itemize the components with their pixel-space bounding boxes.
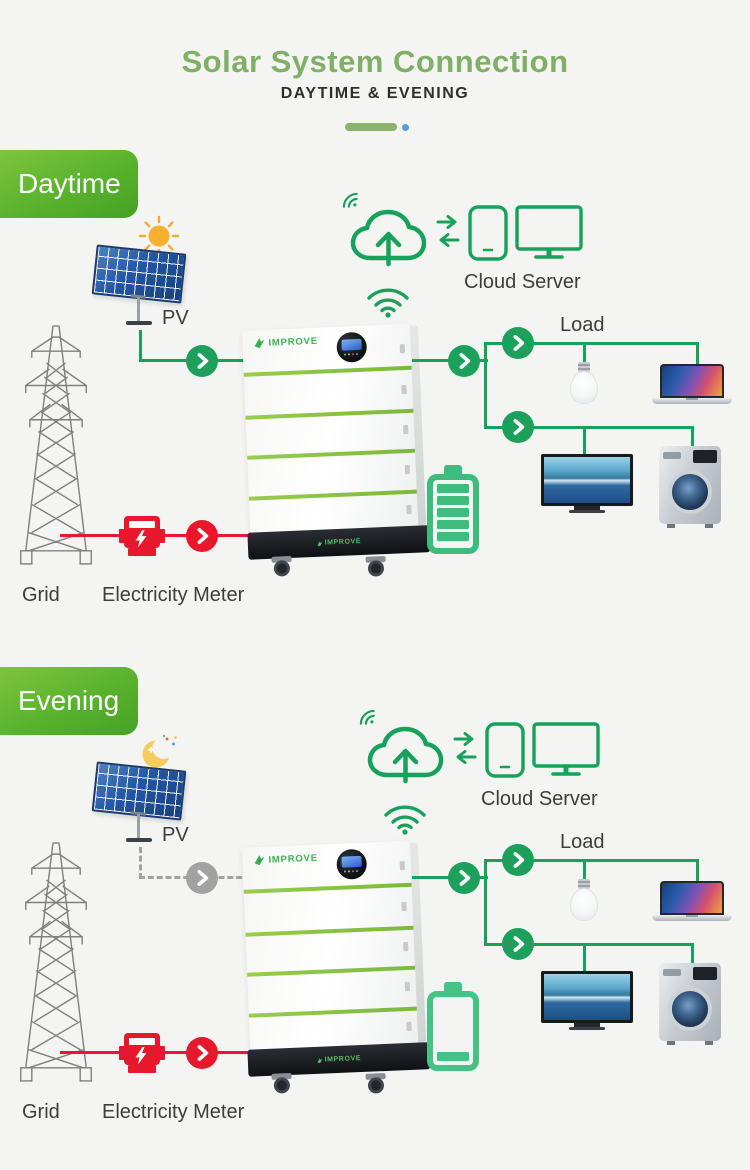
cabinet-wheel xyxy=(273,1077,291,1094)
battery-cabinet: IMPROVE IMPROVE xyxy=(241,834,431,1099)
electricity-meter-icon xyxy=(119,516,165,556)
divider-dot xyxy=(402,124,409,131)
solar-panel-pole xyxy=(137,297,140,323)
battery-full-icon xyxy=(427,465,479,554)
washing-machine-icon xyxy=(659,963,721,1045)
power-tower-icon xyxy=(20,842,92,1082)
bulb-drop-line xyxy=(583,342,586,368)
laptop-icon xyxy=(652,364,732,405)
cabinet-base: IMPROVE xyxy=(247,1042,431,1077)
cabinet-front xyxy=(241,840,419,1050)
cloud-row: Cloud Server xyxy=(17,667,750,867)
cabinet-base-brand: IMPROVE xyxy=(324,1055,362,1064)
laptop-icon xyxy=(652,881,732,922)
pv-label: PV xyxy=(162,307,189,329)
flow-arrow-load-1 xyxy=(502,327,534,359)
monitor-icon xyxy=(515,205,583,259)
evening-banner-label: Evening xyxy=(18,685,120,716)
page-title: Solar System Connection xyxy=(181,44,569,79)
flow-arrow-load-2 xyxy=(502,411,534,443)
daytime-banner: Daytime xyxy=(0,150,138,218)
moon-icon xyxy=(142,734,177,768)
flow-arrow-pv xyxy=(186,345,218,377)
pv-line-vertical xyxy=(139,330,142,362)
phone-icon xyxy=(485,722,525,778)
power-tower-icon xyxy=(20,325,92,565)
flow-arrow-load-2 xyxy=(502,928,534,960)
battery-cabinet: IMPROVE IMPROVE xyxy=(241,317,431,582)
solar-panel-base xyxy=(126,838,152,842)
wifi-icon xyxy=(367,288,409,318)
flow-arrow-pv-inactive xyxy=(186,862,218,894)
flow-arrow-grid xyxy=(186,520,218,552)
cabinet-base-brand: IMPROVE xyxy=(324,538,362,547)
bulb-icon xyxy=(568,362,600,406)
electricity-meter-icon xyxy=(119,1033,165,1073)
grid-label: Grid xyxy=(22,584,60,606)
wifi-icon xyxy=(384,805,426,835)
page-subtitle: DAYTIME & EVENING xyxy=(280,85,470,102)
wifi-icon-small xyxy=(342,192,358,208)
phone-icon xyxy=(468,205,508,261)
load-line-2 xyxy=(484,426,694,429)
load-junction-line xyxy=(484,859,487,946)
laptop-drop-line xyxy=(696,859,699,888)
load-line-2 xyxy=(484,943,694,946)
tv-drop-line xyxy=(583,943,586,976)
monitor-icon xyxy=(532,722,600,776)
cabinet-wheel xyxy=(273,560,291,577)
laptop-drop-line xyxy=(696,342,699,371)
solar-panel-base xyxy=(126,321,152,325)
evening-banner: Evening xyxy=(0,667,138,735)
section-evening: Evening PV xyxy=(0,667,750,1170)
divider-bar xyxy=(345,123,397,131)
battery-low-icon xyxy=(427,982,479,1071)
pv-line-vertical xyxy=(139,847,142,879)
tv-icon xyxy=(541,454,633,516)
sync-arrows-icon xyxy=(453,732,477,764)
grid-label: Grid xyxy=(22,1101,60,1123)
cloud-upload-icon xyxy=(367,726,444,784)
washer-drop-line xyxy=(691,943,694,968)
tv-drop-line xyxy=(583,426,586,459)
cabinet-base: IMPROVE xyxy=(247,525,431,560)
cloud-row: Cloud Server xyxy=(0,150,750,350)
bulb-icon xyxy=(568,879,600,923)
meter-label: Electricity Meter xyxy=(102,1101,245,1123)
flow-arrow-battery-out xyxy=(448,345,480,377)
solar-panel-pole xyxy=(137,814,140,840)
meter-label: Electricity Meter xyxy=(102,584,245,606)
cabinet-wheel xyxy=(367,1077,385,1094)
brand-logo: IMPROVE xyxy=(253,852,318,867)
washing-machine-icon xyxy=(659,446,721,528)
flow-arrow-load-1 xyxy=(502,844,534,876)
load-label: Load xyxy=(560,314,605,336)
tv-icon xyxy=(541,971,633,1033)
cabinet-wheel xyxy=(367,560,385,577)
cloud-upload-icon xyxy=(350,209,427,267)
load-junction-line xyxy=(484,342,487,429)
brand-logo: IMPROVE xyxy=(253,335,318,350)
bulb-drop-line xyxy=(583,859,586,885)
section-daytime: Daytime PV xyxy=(0,150,750,665)
wifi-icon-small xyxy=(359,709,375,725)
washer-drop-line xyxy=(691,426,694,451)
cloud-server-label: Cloud Server xyxy=(464,271,581,293)
load-line-1 xyxy=(484,859,699,862)
load-label: Load xyxy=(560,831,605,853)
flow-arrow-battery-out xyxy=(448,862,480,894)
pv-label: PV xyxy=(162,824,189,846)
flow-arrow-grid xyxy=(186,1037,218,1069)
sync-arrows-icon xyxy=(436,215,460,247)
cabinet-front xyxy=(241,323,419,533)
daytime-banner-label: Daytime xyxy=(18,168,121,199)
cloud-server-label: Cloud Server xyxy=(481,788,598,810)
load-line-1 xyxy=(484,342,699,345)
